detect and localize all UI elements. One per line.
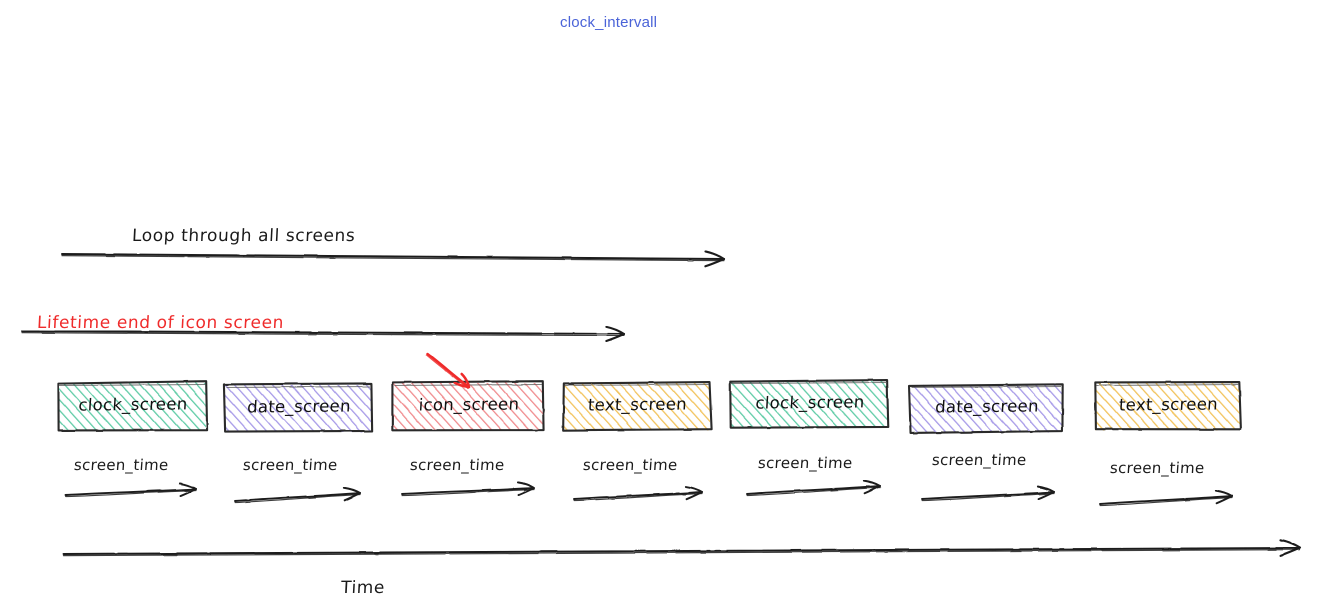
- screen-box-4-fill: [730, 381, 888, 428]
- screen-time-arrow-4: [747, 488, 880, 496]
- arrowhead: [344, 488, 360, 493]
- screen-time-arrow-6: [1100, 496, 1232, 504]
- screen-box-1-fill: [225, 385, 371, 432]
- arrowhead: [1038, 487, 1054, 492]
- screen-box-6-fill: [1095, 383, 1240, 430]
- time-axis-label: Time: [340, 578, 385, 598]
- screen-time-label: screen_time: [582, 456, 678, 474]
- page-title: clock_intervall: [560, 14, 657, 31]
- screen-time-arrow-1: [235, 495, 360, 503]
- arrowhead: [518, 482, 534, 488]
- screen-time-label: screen_time: [73, 456, 169, 474]
- arrowhead: [705, 251, 724, 259]
- arrowhead: [864, 481, 880, 486]
- screen-time-label: screen_time: [757, 454, 853, 472]
- screen-time-label: screen_time: [931, 451, 1027, 469]
- screen-time-label: screen_time: [1109, 459, 1205, 477]
- screen-time-arrow-5: [922, 492, 1054, 499]
- arrowhead: [1216, 491, 1232, 496]
- screen-time-label: screen_time: [409, 456, 505, 474]
- arrowhead: [1280, 540, 1300, 548]
- screen-time-arrow-6: [1100, 498, 1232, 506]
- screen-time-label: screen_time: [242, 456, 338, 474]
- lifetime-annotation-label: Lifetime end of icon screen: [36, 313, 284, 333]
- arrowhead: [686, 487, 702, 492]
- screen-time-arrow-3: [574, 492, 702, 499]
- screen-box-5-fill: [910, 385, 1062, 432]
- screen-box-3-fill: [563, 383, 710, 430]
- screen-box-2-fill: [393, 383, 543, 430]
- loop-annotation-label: Loop through all screens: [131, 226, 355, 246]
- screen-time-arrow-1: [235, 493, 360, 501]
- screen-time-arrow-4: [747, 486, 880, 494]
- screen-box-0-fill: [58, 383, 206, 430]
- arrowhead: [180, 483, 196, 489]
